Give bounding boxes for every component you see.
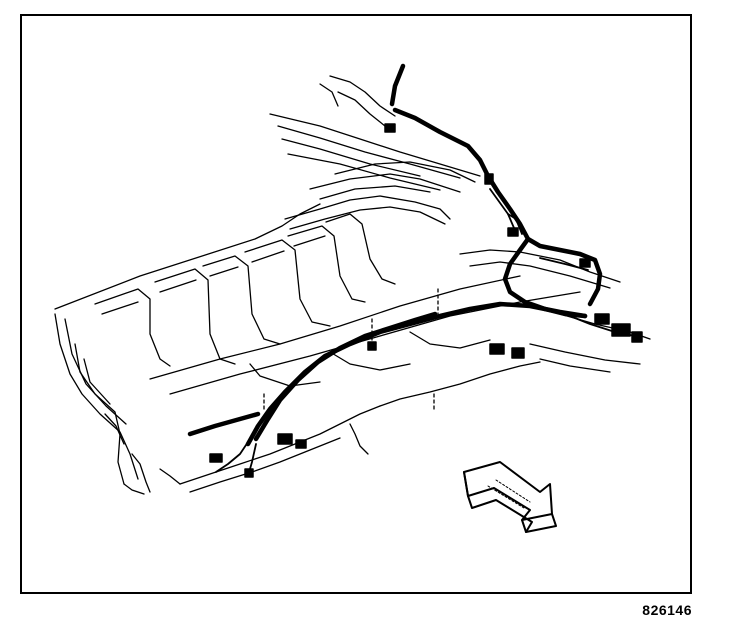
harness-branch-lines: [215, 188, 636, 477]
floor-pan: [54, 75, 651, 495]
floor-harness-illustration: [54, 63, 651, 533]
arrow-front-icon: [463, 461, 557, 533]
harness-connectors: [209, 123, 643, 478]
wiring-harness: [187, 63, 603, 447]
figure-number: 826146: [642, 602, 692, 618]
